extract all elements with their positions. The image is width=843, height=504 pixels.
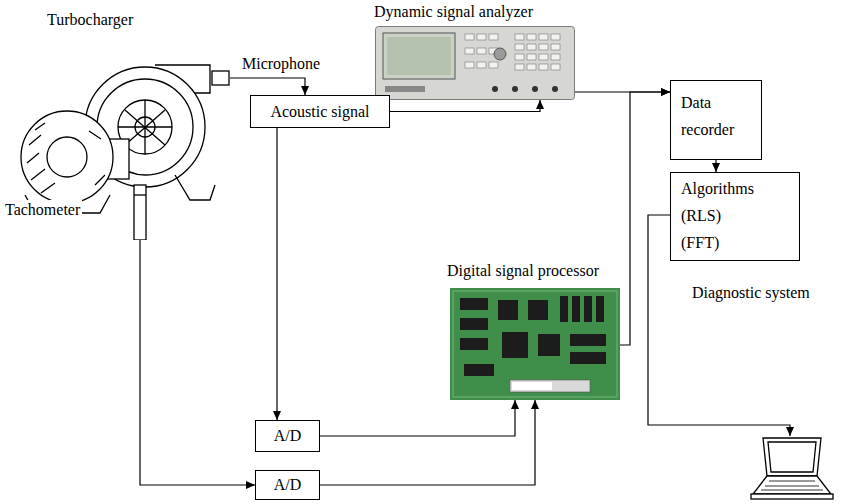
process-box: Data recorder [670,80,762,160]
arrow-head [301,86,309,95]
arrow-head [531,400,539,409]
connector-line [575,91,670,92]
connector-line [140,240,255,485]
part-label: Tachometer [3,200,82,219]
part-label: Microphone [240,54,322,73]
dsp-node: Digital signal processor [450,288,620,400]
connector-line [620,92,670,345]
node-label: Turbocharger [45,10,135,29]
box-text: A/D [274,476,302,494]
node-label: Diagnostic system [690,283,812,302]
connector-line [230,78,305,95]
process-box: Acoustic signal [250,95,390,128]
connector-line [320,400,515,436]
node-label: Dynamic signal analyzer [372,2,535,21]
box-text: A/D [274,427,302,445]
box-text: Algorithms (RLS) (FFT) [681,175,754,256]
arrow-head [712,163,720,172]
dsp-board-drawing [450,288,620,400]
laptop-drawing [745,436,835,500]
arrow-head [661,88,670,96]
arrow-head [511,400,519,409]
analyzer-drawing [375,26,575,100]
arrow-head [786,427,794,436]
signal-connector [140,240,255,489]
signal-connector [712,160,720,172]
connector-line [320,400,535,485]
process-box: Algorithms (RLS) (FFT) [670,172,800,261]
arrow-head [536,100,544,109]
signal-connector [390,100,544,112]
arrow-head [273,411,281,420]
box-text: Data recorder [681,89,734,143]
signal-connector [320,400,539,485]
signal-connector [230,78,309,95]
analyzer-node: Dynamic signal analyzer [375,26,575,100]
signal-connector [273,128,281,420]
arrow-head [246,481,255,489]
node-label: Digital signal processor [445,261,601,280]
converter-box: A/D [255,420,320,452]
diagnostic-node: Diagnostic system [745,436,835,500]
converter-box: A/D [255,470,320,500]
arrow-head [661,88,670,96]
box-text: Acoustic signal [270,103,369,121]
signal-connector [575,88,670,96]
connector-line [390,100,540,112]
signal-connector [320,400,519,436]
connector-line [276,128,277,420]
signal-connector [620,88,670,345]
